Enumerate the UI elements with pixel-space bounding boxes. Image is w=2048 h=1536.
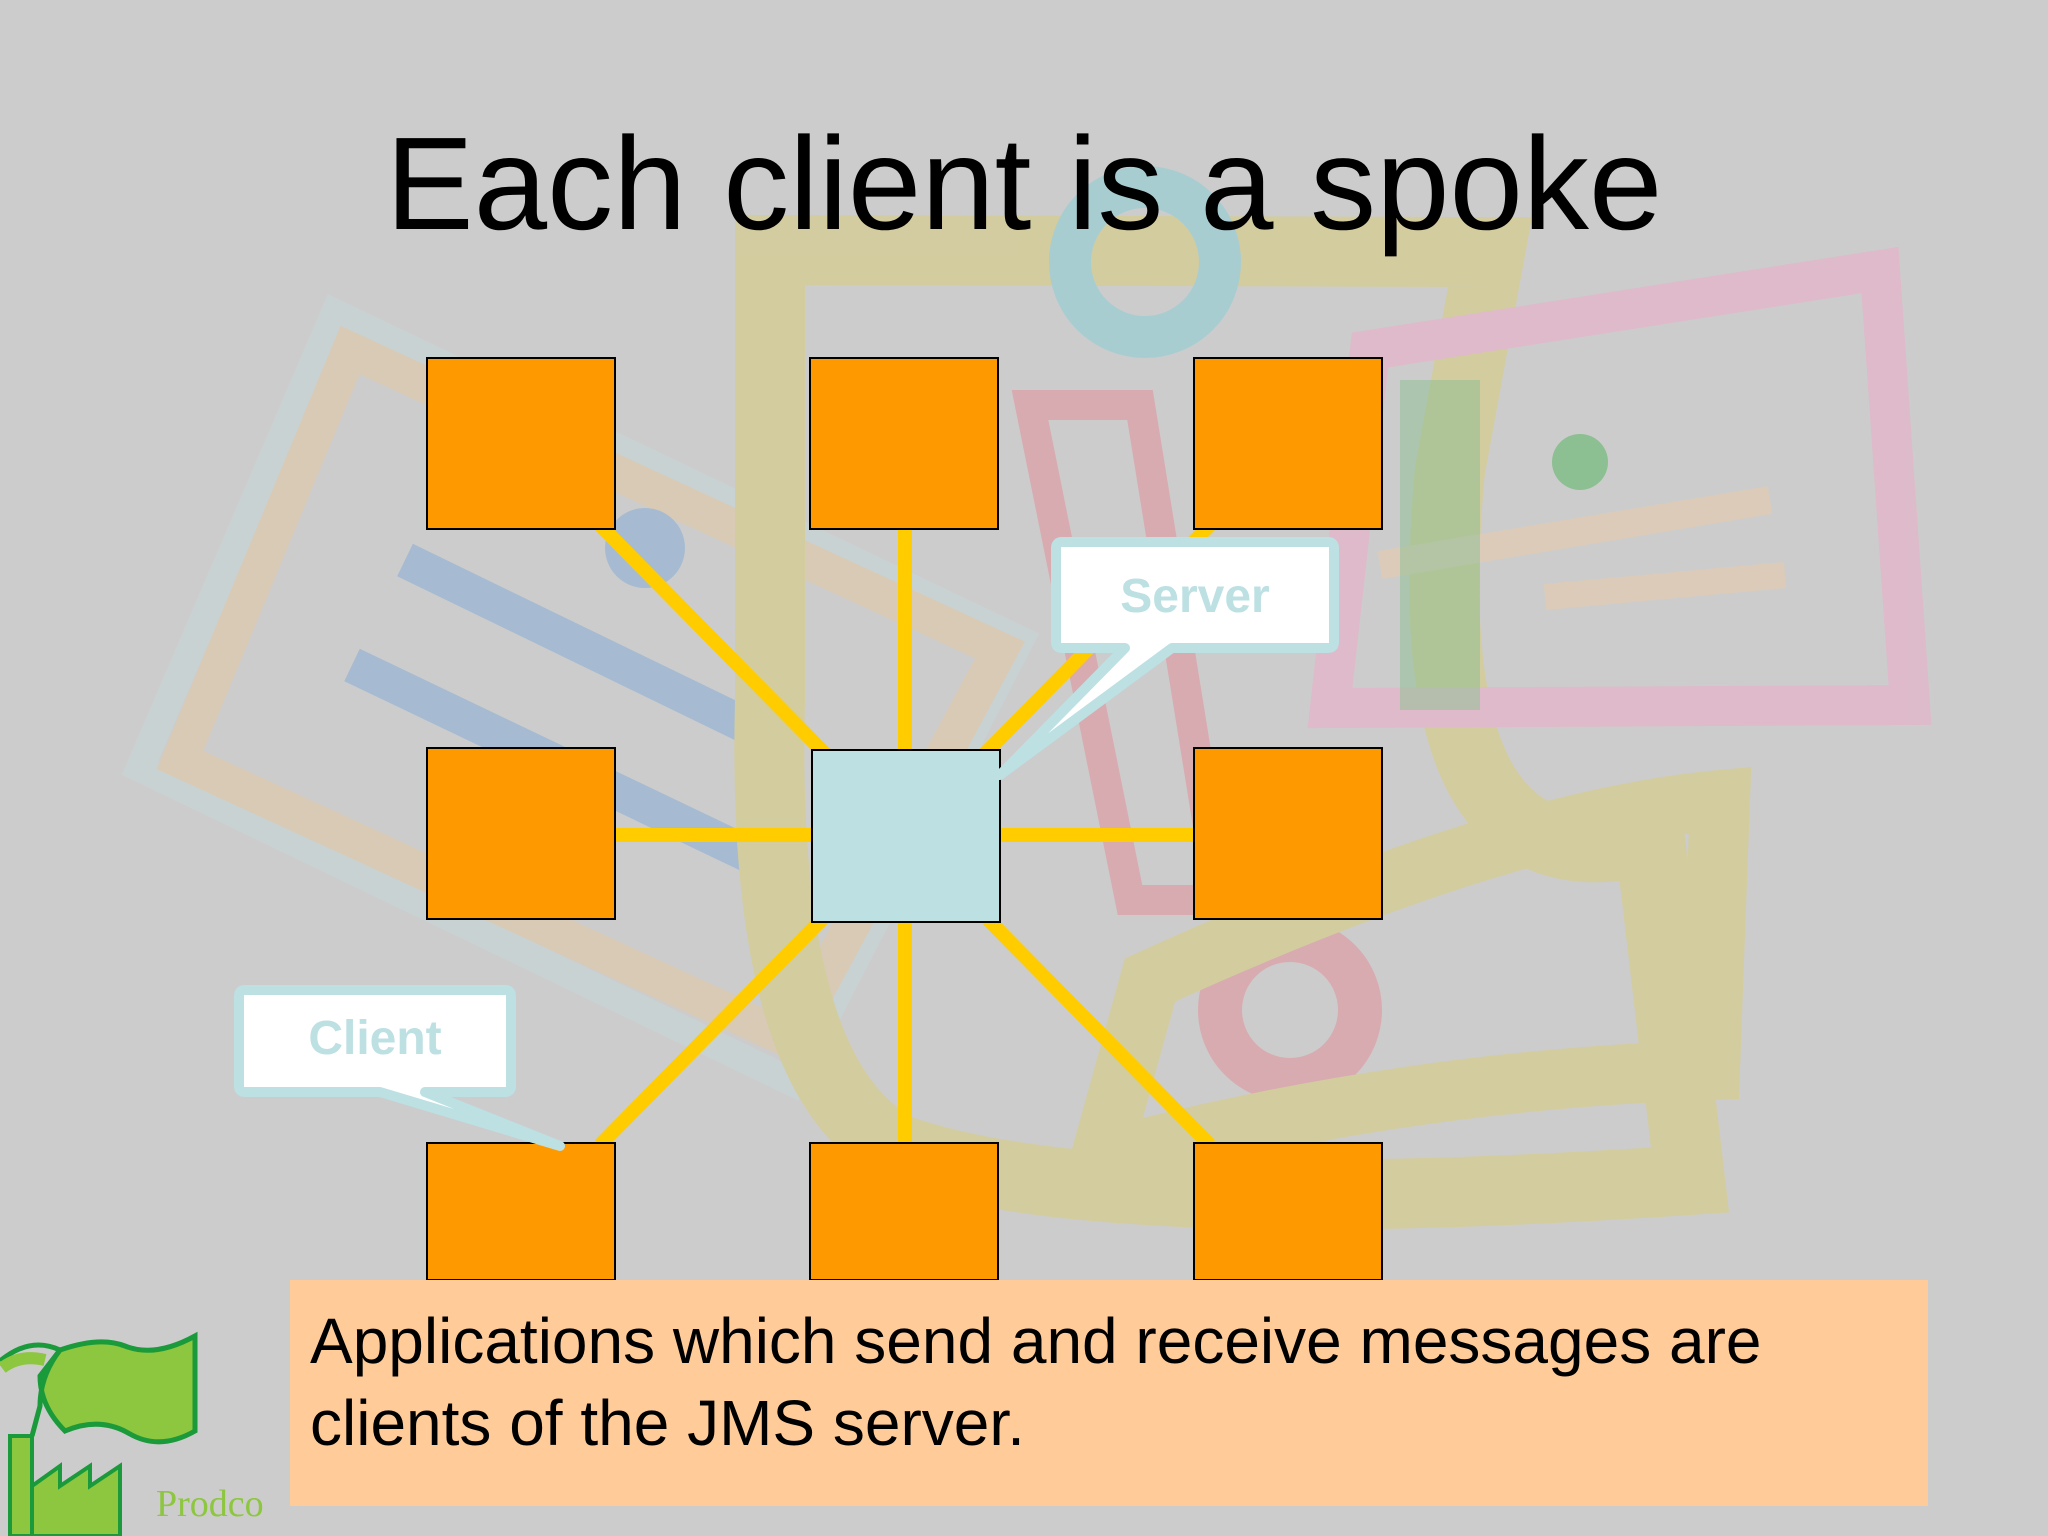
slide-title: Each client is a spoke xyxy=(385,110,1663,257)
client-callout-label: Client xyxy=(308,1012,441,1065)
client-node-middle-right xyxy=(1193,747,1383,920)
client-node-bottom-center xyxy=(809,1142,999,1281)
client-node-middle-left xyxy=(426,747,616,920)
client-node-top-left xyxy=(426,357,616,530)
client-nodes xyxy=(426,357,1383,1281)
caption-box: Applications which send and receive mess… xyxy=(290,1280,1928,1506)
client-node-bottom-left xyxy=(426,1142,616,1281)
server-callout: Server xyxy=(995,537,1339,780)
server-node xyxy=(811,749,1001,923)
client-node-top-center xyxy=(809,357,999,530)
client-node-top-right xyxy=(1193,357,1383,530)
caption-text: Applications which send and receive mess… xyxy=(310,1305,1762,1459)
client-callout: Client xyxy=(234,985,565,1151)
client-node-bottom-right xyxy=(1193,1142,1383,1281)
brand-name: Prodco xyxy=(156,1483,264,1525)
factory-flag-icon xyxy=(0,1331,198,1536)
server-callout-label: Server xyxy=(1120,570,1269,623)
